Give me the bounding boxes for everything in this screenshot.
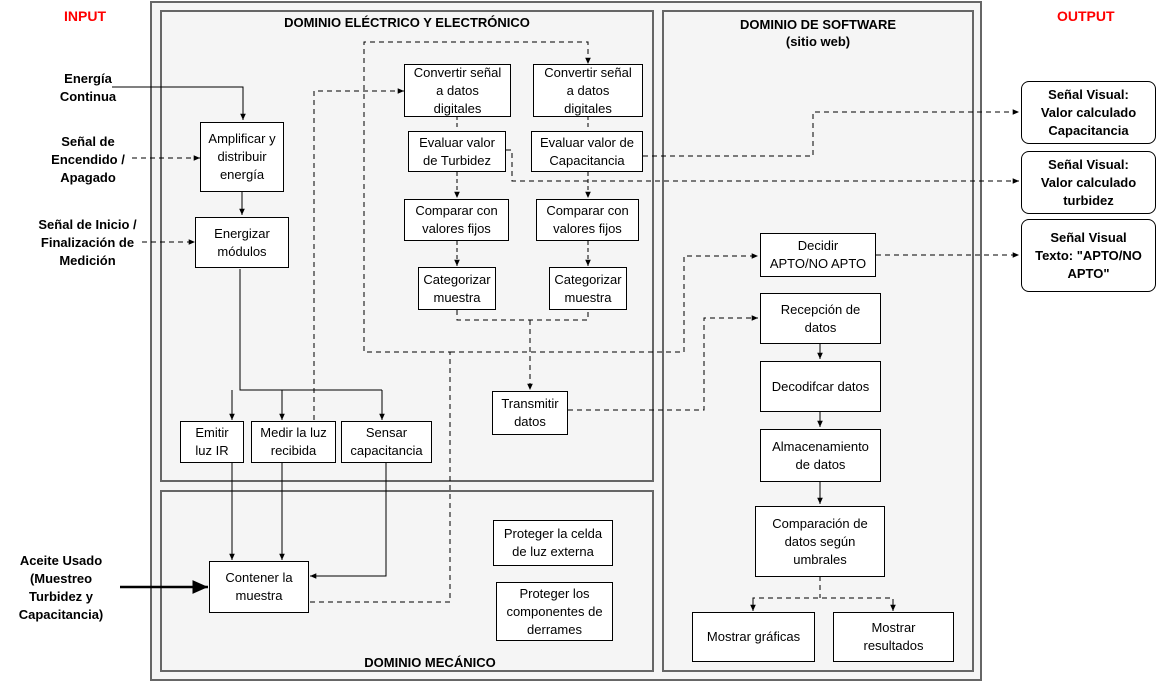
categorize-block-1: Categorizar muestra [418,267,496,310]
edge-sense-contain [310,462,387,579]
input-measure-signal: Señal de Inicio / Finalización de Medici… [38,217,137,268]
text-output-box: Señal Visual Texto: "APTO/NO APTO" [1021,219,1156,292]
emit-ir-block: Emitir luz IR [180,421,244,463]
show-results-block: Mostrar resultados [833,612,954,662]
edge-cap-output [643,109,1019,157]
software-domain-title: DOMINIO DE SOFTWARE (sitio web) [740,17,896,49]
convert-signal-block-2: Convertir señal a datos digitales [533,64,643,117]
compare-thresholds-block: Comparación de datos según umbrales [755,506,885,577]
categorize-block-2: Categorizar muestra [549,267,627,310]
amplify-block: Amplificar y distribuir energía [200,122,284,192]
protect-cell-block: Proteger la celda de luz externa [493,520,613,566]
sense-capacitance-block: Sensar capacitancia [341,421,432,463]
edge-energize-bus [239,269,382,391]
compare-fixed-block-1: Comparar con valores fijos [404,199,509,241]
protect-components-block: Proteger los componentes de derrames [496,582,613,641]
input-energy: Energía Continua [59,71,117,104]
evaluate-capacitance-block: Evaluar valor de Capacitancia [531,131,643,172]
edge-turb-output [506,149,1019,184]
edge-cat-transmit [456,310,589,321]
show-graphs-block: Mostrar gráficas [692,612,815,662]
evaluate-turbidity-block: Evaluar valor de Turbidez [408,131,506,172]
compare-fixed-block-2: Comparar con valores fijos [536,199,639,241]
store-data-block: Almacenamiento de datos [760,429,881,482]
input-power-signal: Señal de Encendido / Apagado [51,134,125,185]
edge-compare-show [752,597,894,610]
turbidity-output-box: Señal Visual: Valor calculado turbidez [1021,151,1156,214]
edge-transmit-receive [568,315,758,411]
edge-measure-convert1 [313,88,404,420]
input-header: INPUT [64,8,106,24]
receive-data-block: Recepción de datos [760,293,881,344]
transmit-data-block: Transmitir datos [492,391,568,435]
output-header: OUTPUT [1057,8,1115,24]
contain-sample-block: Contener la muestra [209,561,309,613]
input-used-oil: Aceite Usado (Muestreo Turbidez y Capaci… [18,553,104,622]
decide-block: Decidir APTO/NO APTO [760,233,876,277]
measure-light-block: Medir la luz recibida [251,421,336,463]
edge-contain-convert2 [310,41,591,603]
electrical-domain-title: DOMINIO ELÉCTRICO Y ELECTRÓNICO [284,15,530,30]
mechanical-domain-title: DOMINIO MECÁNICO [364,655,496,670]
capacitance-output-box: Señal Visual: Valor calculado Capacitanc… [1021,81,1156,144]
energize-block: Energizar módulos [195,217,289,268]
decode-data-block: Decodifcar datos [760,361,881,412]
convert-signal-block-1: Convertir señal a datos digitales [404,64,511,117]
edge-transmit-decide [450,253,758,353]
edge-energy-amplify [112,86,246,120]
